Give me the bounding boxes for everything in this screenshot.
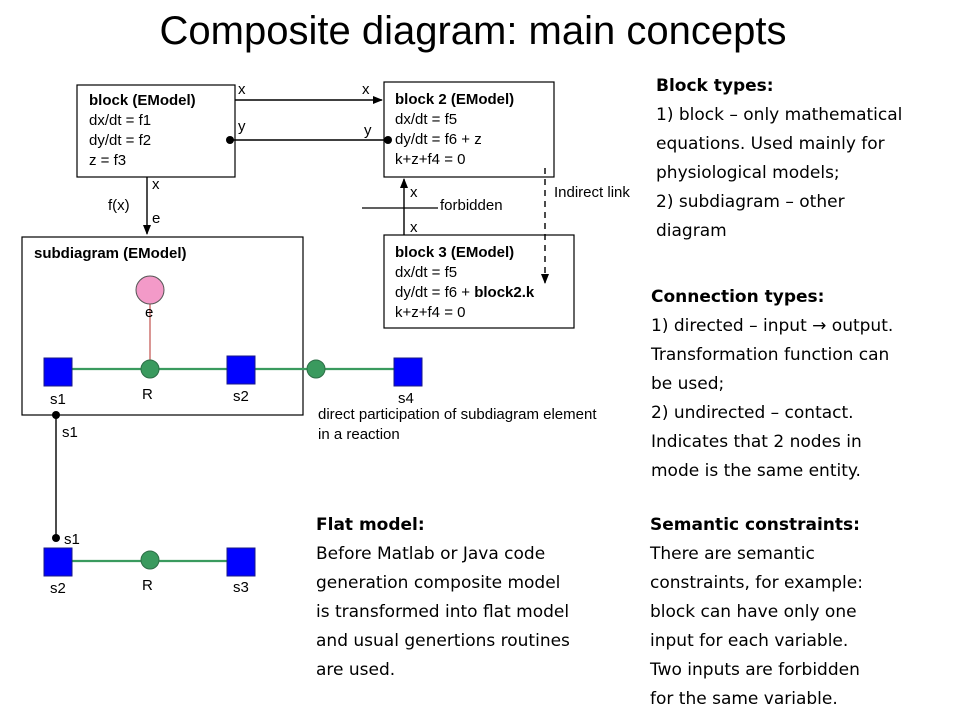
note-line-1: direct participation of subdiagram eleme… bbox=[318, 406, 597, 423]
block-types-line: 1) block – only mathematical bbox=[656, 105, 903, 125]
species-s1-label: s1 bbox=[50, 391, 66, 408]
port-y-in: y bbox=[364, 122, 372, 139]
species-s2-label: s2 bbox=[233, 388, 249, 405]
semantic-constraints-section: Semantic constraints: There are semantic… bbox=[650, 511, 863, 714]
port-dot bbox=[226, 136, 234, 144]
semantic-constraints-line: Two inputs are forbidden bbox=[650, 660, 860, 680]
flat-reaction-r-node[interactable] bbox=[140, 550, 160, 570]
block-3-eq-2: dy/dt = f6 + block2.k bbox=[395, 284, 535, 301]
note-line-2: in a reaction bbox=[318, 426, 400, 443]
semantic-constraints-heading: Semantic constraints: bbox=[650, 515, 860, 535]
transform-fx-label: f(x) bbox=[108, 197, 130, 214]
entity-e-label: e bbox=[145, 304, 153, 321]
semantic-constraints-line: There are semantic bbox=[650, 544, 815, 564]
connection-types-section: Connection types: 1) directed – input → … bbox=[651, 283, 893, 486]
flat-reaction-r-label: R bbox=[142, 577, 153, 594]
connection-types-line: Indicates that 2 nodes in bbox=[651, 432, 862, 452]
port-y-out: y bbox=[238, 118, 246, 135]
block-types-line: 2) subdiagram – other bbox=[656, 192, 845, 212]
port-x-upper: x bbox=[410, 184, 418, 201]
flat-model-line: is transformed into flat model bbox=[316, 602, 570, 622]
block-3-header: block 3 (EModel) bbox=[395, 244, 514, 261]
port-dot bbox=[52, 534, 60, 542]
port-x-label: x bbox=[152, 176, 160, 193]
port-dot bbox=[384, 136, 392, 144]
block-types-line: diagram bbox=[656, 221, 727, 241]
block-1-header: block (EModel) bbox=[89, 92, 196, 109]
connection-types-line: Transformation function can bbox=[651, 345, 890, 365]
flat-species-s3-label: s3 bbox=[233, 579, 249, 596]
block-types-section: Block types: 1) block – only mathematica… bbox=[656, 72, 902, 246]
entity-e-node[interactable] bbox=[135, 275, 165, 305]
block-1-eq-2: dy/dt = f2 bbox=[89, 132, 151, 149]
connection-types-line: 1) directed – input → output. bbox=[651, 316, 894, 336]
port-x-in: x bbox=[362, 81, 370, 98]
block-2-header: block 2 (EModel) bbox=[395, 91, 514, 108]
flat-species-s2-label: s2 bbox=[50, 580, 66, 597]
port-x-out: x bbox=[238, 81, 246, 98]
block-1-eq-3: z = f3 bbox=[89, 152, 126, 169]
connection-types-line: mode is the same entity. bbox=[651, 461, 861, 481]
block-2[interactable]: block 2 (EModel) dx/dt = f5 dy/dt = f6 +… bbox=[383, 81, 555, 178]
species-s1-node[interactable] bbox=[43, 357, 73, 387]
block-2-eq-2: dy/dt = f6 + z bbox=[395, 131, 482, 148]
flat-model-line: generation composite model bbox=[316, 573, 561, 593]
port-x-lower: x bbox=[410, 219, 418, 236]
connection-y[interactable] bbox=[226, 136, 392, 144]
species-s2-node[interactable] bbox=[226, 355, 256, 385]
block-types-heading: Block types: bbox=[656, 76, 774, 96]
block-2-eq-1: dx/dt = f5 bbox=[395, 111, 457, 128]
semantic-constraints-line: input for each variable. bbox=[650, 631, 849, 651]
flat-model-heading: Flat model: bbox=[316, 515, 425, 535]
subdiagram[interactable]: subdiagram (EModel) bbox=[21, 236, 304, 416]
block-2-eq-3: k+z+f4 = 0 bbox=[395, 151, 465, 168]
reaction-outer-node[interactable] bbox=[306, 359, 326, 379]
semantic-constraints-line: constraints, for example: bbox=[650, 573, 863, 593]
semantic-constraints-line: block can have only one bbox=[650, 602, 857, 622]
block-3-eq-3: k+z+f4 = 0 bbox=[395, 304, 465, 321]
undirected-link[interactable] bbox=[52, 411, 60, 542]
species-s4-label: s4 bbox=[398, 390, 414, 407]
connection-types-line: 2) undirected – contact. bbox=[651, 403, 854, 423]
flat-model-line: are used. bbox=[316, 660, 396, 680]
port-dot bbox=[52, 411, 60, 419]
subdiagram-header: subdiagram (EModel) bbox=[34, 245, 187, 262]
flat-model-line: and usual genertions routines bbox=[316, 631, 570, 651]
connection-types-heading: Connection types: bbox=[651, 287, 825, 307]
block-3-eq-1: dx/dt = f5 bbox=[395, 264, 457, 281]
flat-species-s3-node[interactable] bbox=[226, 547, 256, 577]
block-1-eq-1: dx/dt = f1 bbox=[89, 112, 151, 129]
port-e-label: e bbox=[152, 210, 160, 227]
connection-types-line: be used; bbox=[651, 374, 725, 394]
indirect-link-label: Indirect link bbox=[554, 184, 630, 201]
flat-model-section: Flat model: Before Matlab or Java code g… bbox=[316, 511, 570, 685]
block-1[interactable]: block (EModel) dx/dt = f1 dy/dt = f2 z =… bbox=[76, 84, 236, 178]
link-s1-lower-label: s1 bbox=[64, 531, 80, 548]
slide-title: Composite diagram: main concepts bbox=[159, 9, 787, 53]
link-s1-upper-label: s1 bbox=[62, 424, 78, 441]
reaction-r-label: R bbox=[142, 386, 153, 403]
flat-model-line: Before Matlab or Java code bbox=[316, 544, 546, 564]
block-types-line: equations. Used mainly for bbox=[656, 134, 885, 154]
reaction-r-node[interactable] bbox=[140, 359, 160, 379]
block-types-line: physiological models; bbox=[656, 163, 840, 183]
flat-species-s2-node[interactable] bbox=[43, 547, 73, 577]
forbidden-label: forbidden bbox=[440, 197, 503, 214]
semantic-constraints-line: for the same variable. bbox=[650, 689, 838, 709]
species-s4-node[interactable] bbox=[393, 357, 423, 387]
